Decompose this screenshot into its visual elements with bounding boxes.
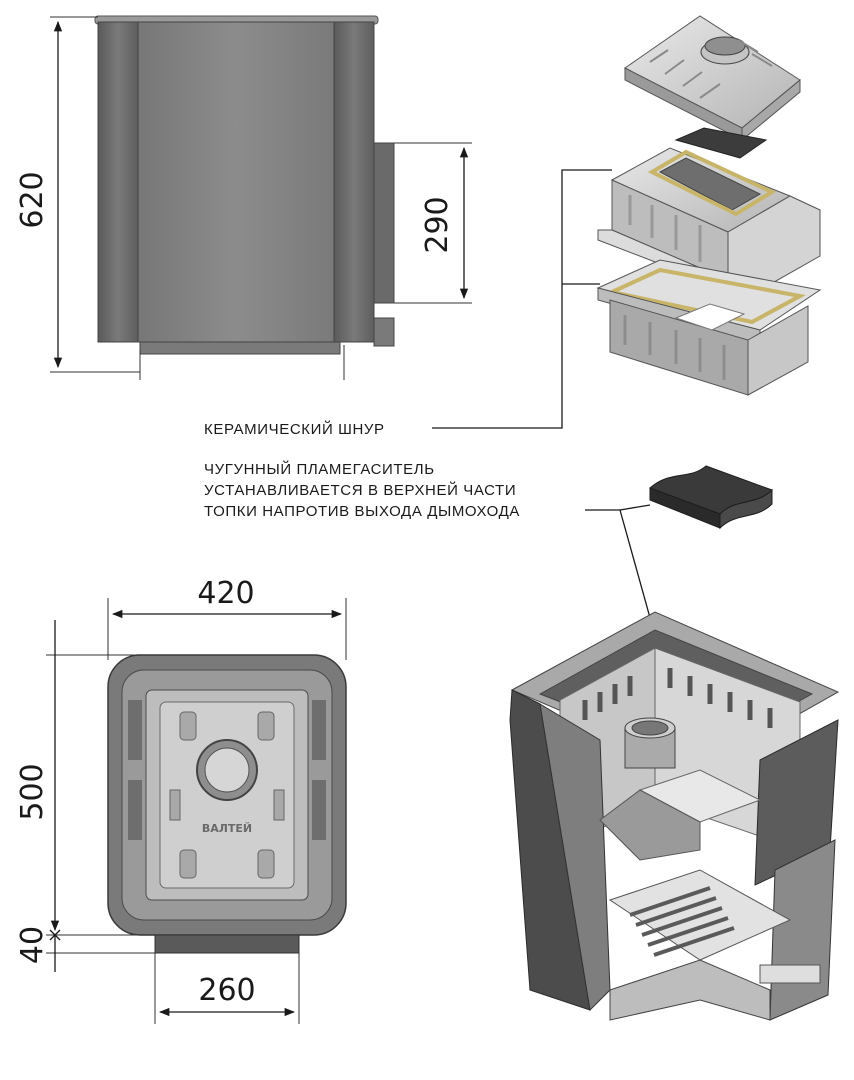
dim-620-label: 620 bbox=[15, 171, 50, 228]
dimension-depth-top: 500 40 bbox=[15, 620, 160, 972]
cutaway-baffle bbox=[599, 789, 701, 861]
upper-frame bbox=[597, 147, 821, 291]
dim-500-label: 500 bbox=[15, 763, 50, 820]
note-flame-damper-line-2: УСТАНАВЛИВАЕТСЯ В ВЕРХНЕЙ ЧАСТИ bbox=[204, 481, 516, 499]
top-chimney-piece bbox=[624, 15, 801, 142]
top-view: ВАЛТЕЙ bbox=[107, 654, 347, 954]
ceramic-cord-leader bbox=[432, 169, 612, 429]
front-view-left-panel bbox=[97, 21, 139, 343]
cutaway-chimney-collar bbox=[624, 717, 676, 769]
top-view-plate-ribs bbox=[128, 700, 326, 879]
note-flame-damper-line-1: ЧУГУННЫЙ ПЛАМЕГАСИТЕЛЬ bbox=[204, 460, 435, 478]
front-view-chimney-box bbox=[373, 142, 395, 304]
dimension-width-base: 260 bbox=[154, 953, 300, 1024]
front-view-right-panel bbox=[333, 21, 375, 343]
dim-260-label: 260 bbox=[198, 973, 255, 1008]
dim-420-label: 420 bbox=[197, 576, 254, 611]
note-ceramic-cord: КЕРАМИЧЕСКИЙ ШНУР bbox=[204, 420, 385, 438]
top-view-chimney-hole bbox=[204, 747, 250, 793]
cutaway-left-outer-panel bbox=[509, 689, 591, 1011]
front-view-center-panel bbox=[137, 21, 335, 343]
exploded-parts bbox=[596, 15, 822, 396]
top-damper-plate bbox=[674, 127, 768, 159]
cutaway-view bbox=[509, 611, 840, 1021]
dimension-height-total: 620 bbox=[15, 16, 345, 380]
front-view-base bbox=[139, 341, 341, 355]
front-view-rear-leg bbox=[373, 317, 395, 347]
note-flame-damper-line-3: ТОПКИ НАПРОТИВ ВЫХОДА ДЫМОХОДА bbox=[204, 503, 520, 520]
dimension-width-top: 420 bbox=[107, 576, 347, 660]
cutaway-ash-tray bbox=[609, 959, 771, 1021]
flame-damper-part bbox=[649, 465, 773, 530]
cutaway-grate bbox=[629, 886, 735, 957]
front-view bbox=[94, 15, 395, 355]
dimension-height-chimney: 290 bbox=[394, 142, 472, 304]
cutaway-wall-slots bbox=[582, 668, 773, 728]
top-view-embossed-logo: ВАЛТЕЙ bbox=[202, 822, 252, 835]
top-view-base-plinth bbox=[154, 934, 300, 954]
lower-frame bbox=[596, 259, 822, 396]
cutaway-ash-handle bbox=[759, 964, 821, 984]
dim-290-label: 290 bbox=[420, 196, 455, 253]
dim-40-label: 40 bbox=[15, 926, 50, 964]
